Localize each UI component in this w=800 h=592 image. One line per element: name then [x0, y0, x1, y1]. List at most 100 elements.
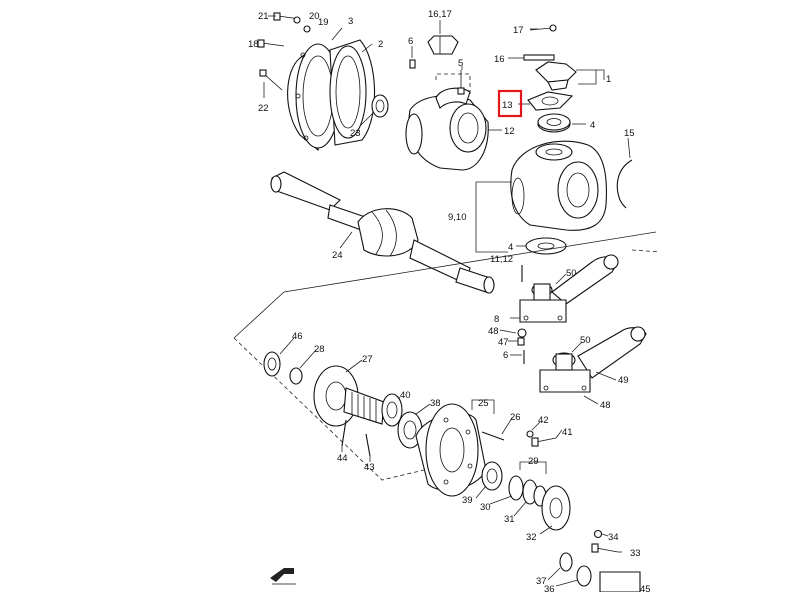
- steering-arm-lower: [539, 326, 647, 393]
- label-11-12: 11,12: [490, 254, 513, 265]
- label-25: 25: [478, 398, 489, 409]
- bearing-4-top: [537, 113, 571, 133]
- label-50-lower: 50: [580, 335, 591, 346]
- label-20: 20: [309, 11, 320, 22]
- label-49: 49: [618, 375, 629, 386]
- label-44: 44: [337, 453, 348, 464]
- label-37: 37: [536, 576, 547, 587]
- label-4-lower: 4: [508, 242, 513, 253]
- label-18: 18: [248, 39, 259, 50]
- highlight-box: [497, 89, 523, 118]
- bolt-18: [257, 39, 285, 48]
- bolt-22: [259, 69, 283, 91]
- kingpin-cap: [535, 61, 577, 91]
- hub-cap-45: [599, 571, 641, 592]
- oil-seal: [371, 94, 389, 118]
- bracket-9-10: [475, 182, 508, 253]
- snap-ring-15: [616, 159, 633, 209]
- leader-lines: [263, 15, 631, 587]
- bearing-4-lower: [525, 237, 567, 255]
- label-16-17: 16,17: [428, 9, 452, 20]
- label-16: 16: [494, 54, 505, 65]
- washer-20: [293, 16, 301, 24]
- nut-19: [303, 25, 311, 33]
- label-48-upper: 48: [488, 326, 499, 337]
- label-17: 17: [513, 25, 524, 36]
- label-6-top: 6: [408, 36, 413, 47]
- label-27: 27: [362, 354, 373, 365]
- label-26: 26: [510, 412, 521, 423]
- knuckle-housing: [405, 87, 489, 171]
- label-29: 29: [528, 456, 539, 467]
- kingpin-bearing-cap: [427, 35, 459, 55]
- washer-48-upper: [517, 328, 527, 338]
- label-41: 41: [562, 427, 573, 438]
- stud-26: [481, 431, 505, 441]
- label-30: 30: [480, 502, 491, 513]
- axle-housing-flange: [287, 43, 341, 151]
- dash-guide: [435, 73, 471, 96]
- washer-34: [593, 529, 603, 539]
- label-45: 45: [640, 584, 651, 592]
- label-34: 34: [608, 532, 619, 543]
- label-12: 12: [504, 126, 515, 137]
- label-28-left: 28: [314, 344, 325, 355]
- label-15: 15: [624, 128, 635, 139]
- label-48-lower: 48: [600, 400, 611, 411]
- label-1: 1: [606, 74, 611, 85]
- label-43: 43: [364, 462, 375, 473]
- bolt-5: [457, 70, 465, 95]
- o-ring-36: [576, 565, 592, 587]
- bracket-25: [471, 399, 495, 414]
- washer-42: [526, 430, 534, 438]
- label-31: 31: [504, 514, 515, 525]
- steering-knuckle-seal-cover: [329, 39, 376, 146]
- spindle-27: [313, 365, 385, 427]
- front-drive-shaft: [270, 171, 495, 294]
- bearing-39: [481, 461, 503, 491]
- label-2: 2: [378, 39, 383, 50]
- bearing-46: [263, 351, 281, 377]
- steering-knuckle: [510, 140, 607, 231]
- ring-37: [559, 552, 573, 572]
- bolt-6-top: [409, 59, 416, 69]
- wheel-hub: [415, 403, 487, 497]
- label-4-top: 4: [590, 120, 595, 131]
- part-number-labels: 21 20 19 3 2 18 22 23 16,17 6 5 12 17 16…: [248, 9, 651, 592]
- bearing-40: [381, 393, 403, 427]
- label-46: 46: [292, 331, 303, 342]
- label-23: 23: [350, 128, 361, 139]
- plate-16: [523, 54, 555, 61]
- front-arrow-icon: [270, 568, 296, 585]
- label-24: 24: [332, 250, 343, 261]
- label-5: 5: [458, 58, 463, 69]
- label-39: 39: [462, 495, 473, 506]
- locking-hub-32: [541, 485, 571, 531]
- label-6-lower: 6: [503, 350, 508, 361]
- label-22: 22: [258, 103, 269, 114]
- label-3: 3: [348, 16, 353, 27]
- label-21: 21: [258, 11, 269, 22]
- label-9-10: 9,10: [448, 212, 467, 223]
- label-42: 42: [538, 415, 549, 426]
- stud-44: [341, 419, 347, 447]
- seal-28-left: [289, 367, 303, 385]
- nut-47: [517, 337, 525, 346]
- label-50-upper: 50: [566, 268, 577, 279]
- label-40: 40: [400, 390, 411, 401]
- label-47: 47: [498, 337, 509, 348]
- bracket-29: [519, 461, 547, 474]
- label-32: 32: [526, 532, 537, 543]
- shim-13: [527, 91, 574, 111]
- bolt-33: [591, 543, 619, 553]
- assembly-plane-top: [233, 231, 657, 339]
- label-33: 33: [630, 548, 641, 559]
- assembly-plane-left: [233, 337, 425, 481]
- label-8: 8: [494, 314, 499, 325]
- label-19: 19: [318, 17, 329, 28]
- steering-arm-upper: [519, 254, 619, 323]
- label-13: 13: [502, 100, 513, 111]
- bolt-17: [529, 24, 557, 32]
- bolt-43: [365, 433, 371, 457]
